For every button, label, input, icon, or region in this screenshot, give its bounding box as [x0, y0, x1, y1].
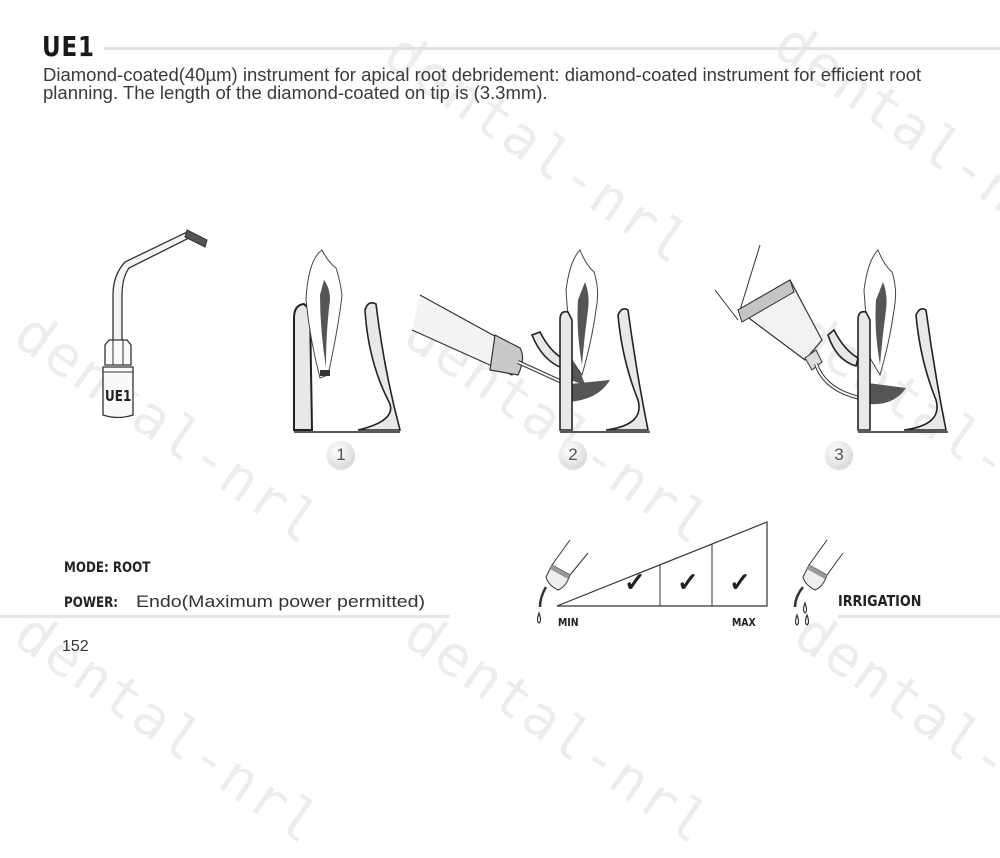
- power-label: POWER:: [64, 595, 119, 611]
- watermark: dental-nrl: [782, 600, 1000, 858]
- bottom-divider: [0, 615, 450, 618]
- handpiece-irrigation-icon: [793, 539, 844, 626]
- power-setting: POWER: Endo(Maximum power permitted): [64, 592, 425, 612]
- watermark: dental-nrl: [2, 600, 333, 858]
- check-icon: ✓: [677, 567, 699, 597]
- power-max-label: MAX: [732, 616, 756, 629]
- step-badge-1: 1: [327, 441, 355, 469]
- step-badge-2: 2: [559, 441, 587, 469]
- page-number: 152: [62, 638, 89, 655]
- mode-label: MODE: ROOT: [64, 560, 151, 576]
- step-1-illustration: [293, 249, 402, 433]
- step-3-illustration: [714, 244, 948, 433]
- ue1-tip-illustration: [102, 229, 208, 419]
- watermark: dental-nrl: [392, 600, 723, 858]
- irrigation-label: IRRIGATION: [838, 592, 922, 610]
- step-2-illustration: [411, 249, 650, 433]
- power-min-label: MIN: [558, 616, 579, 629]
- tip-label: UE1: [105, 387, 132, 405]
- check-icon: ✓: [624, 567, 646, 597]
- step-badge-3: 3: [825, 441, 853, 469]
- product-description: Diamond-coated(40µm) instrument for apic…: [43, 64, 922, 103]
- check-icon: ✓: [729, 567, 751, 597]
- bottom-divider-right: [838, 615, 1000, 618]
- handpiece-low-water-icon: [536, 539, 589, 624]
- power-value: Endo(Maximum power permitted): [135, 592, 425, 611]
- page-title: UE1: [42, 30, 95, 63]
- title-divider: [104, 47, 1000, 50]
- power-scale-chart: [556, 521, 768, 607]
